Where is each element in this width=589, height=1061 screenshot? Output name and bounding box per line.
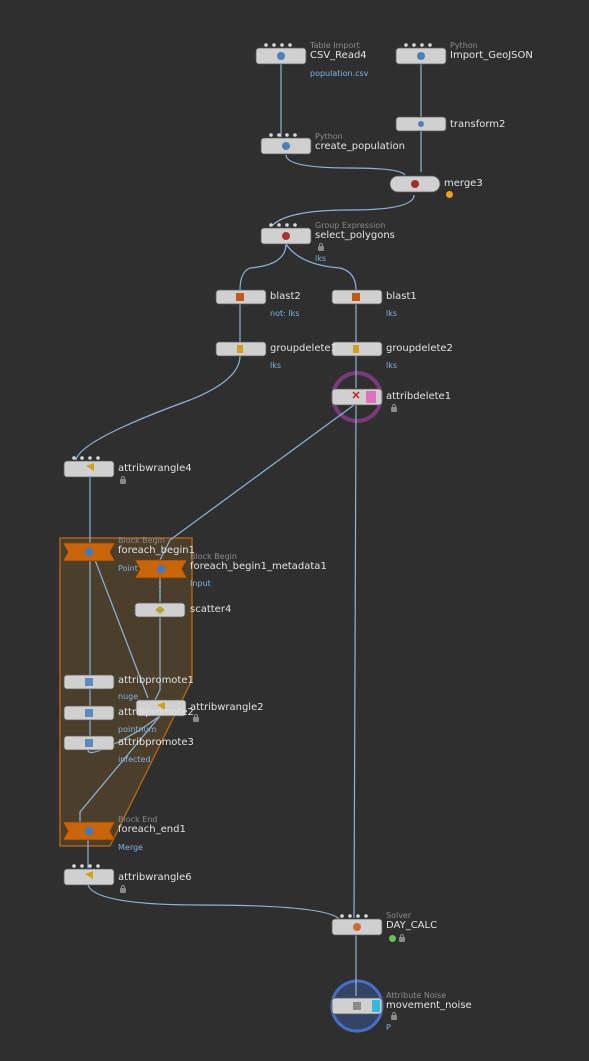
node-tile-attribwrangle4 [63, 460, 115, 478]
attribwrangle6-label[interactable]: attribwrangle6 [118, 872, 192, 883]
attribwrangle6-lock-icon [120, 885, 126, 893]
movement-noise-type: Attribute Noise [386, 991, 447, 1000]
attribwrangle2-label[interactable]: attribwrangle2 [190, 702, 264, 713]
display-flag-bar [372, 1000, 380, 1012]
attribwrangle4-label[interactable]: attribwrangle4 [118, 463, 192, 474]
foreach-icon [157, 565, 165, 573]
group-icon [282, 232, 290, 240]
node-icons [85, 52, 425, 1010]
movement-noise-label[interactable]: movement_noise [386, 1000, 472, 1011]
wrangle-icon [86, 463, 94, 471]
groupdelete2-sub: lks [386, 361, 398, 370]
blast1-sub: lks [386, 309, 398, 318]
transform-icon [418, 121, 424, 127]
foreach-begin1-sub: Point [118, 564, 138, 573]
day-calc-lock-icon [399, 934, 405, 942]
import-geojson-type: Python [450, 41, 478, 50]
python-icon [282, 142, 290, 150]
node-tiles [63, 47, 447, 1015]
csv-read4-label[interactable]: CSV_Read4 [310, 50, 367, 61]
merge3-label[interactable]: merge3 [444, 178, 483, 189]
input-connectors [72, 43, 432, 918]
create-population-label[interactable]: create_population [315, 141, 405, 152]
node-tile-attribwrangle6 [63, 868, 115, 886]
attribdelete1-lock-icon [391, 404, 397, 412]
foreach-begin1-metadata1-type: Block Begin [190, 552, 237, 561]
noise-icon [353, 1002, 361, 1010]
attribpromote1-label[interactable]: attribpromote1 [118, 675, 194, 686]
wrangle-icon [85, 871, 93, 879]
foreach-icon [85, 827, 93, 835]
movement-noise-lock-icon [391, 1012, 397, 1020]
groupdelete1-label[interactable]: groupdelete1 [270, 343, 337, 354]
select-polygons-lock-icon [318, 243, 324, 251]
blast2-label[interactable]: blast2 [270, 291, 301, 302]
day-calc-status-flag [389, 935, 396, 942]
transform2-label[interactable]: transform2 [450, 119, 506, 130]
select-polygons-label[interactable]: select_polygons [315, 230, 395, 241]
attribpromote2-sub: pointnum [118, 725, 157, 734]
groupdelete-icon [237, 345, 243, 353]
day-calc-type: Solver [386, 911, 412, 920]
foreach-end1-type: Block End [118, 815, 158, 824]
foreach-end1-label[interactable]: foreach_end1 [118, 824, 186, 835]
scatter4-label[interactable]: scatter4 [190, 604, 232, 615]
day-calc-label[interactable]: DAY_CALC [386, 920, 438, 931]
blast1-label[interactable]: blast1 [386, 291, 417, 302]
merge-icon [411, 180, 419, 188]
python-icon [277, 52, 285, 60]
bypass-flag-bar [366, 391, 376, 403]
scatter-icon [155, 606, 165, 614]
csv-read4-type: Table Import [310, 41, 360, 50]
solver-icon [353, 923, 361, 931]
attribpromote-icon [85, 739, 93, 747]
python-icon [417, 52, 425, 60]
wires [75, 64, 422, 996]
foreach-begin1-metadata1-sub: Input [190, 579, 211, 588]
create-population-type: Python [315, 132, 343, 141]
csv-read4-sub: population.csv [310, 69, 369, 78]
import-geojson-label[interactable]: Import_GeoJSON [450, 50, 533, 61]
attribdelete1-label[interactable]: attribdelete1 [386, 391, 452, 402]
movement-noise-sub: P [386, 1023, 391, 1032]
groupdelete2-label[interactable]: groupdelete2 [386, 343, 453, 354]
attribpromote2-label[interactable]: attribpromote2 [118, 707, 194, 718]
select-polygons-sub: lks [315, 254, 327, 263]
foreach-begin1-type: Block Begin [118, 536, 165, 545]
attribwrangle4-lock-icon [120, 476, 126, 484]
blast-icon [236, 293, 244, 301]
blast-icon [352, 293, 360, 301]
foreach-icon [85, 548, 93, 556]
blast2-sub: not: lks [270, 309, 300, 318]
attribpromote1-sub: nuge [118, 692, 139, 701]
node-tile-attribwrangle2 [135, 699, 187, 717]
foreach-begin1-label[interactable]: foreach_begin1 [118, 545, 195, 556]
attribdelete-icon [352, 391, 360, 399]
groupdelete-icon [353, 345, 359, 353]
groupdelete1-sub: lks [270, 361, 282, 370]
attribpromote3-sub: infected [118, 755, 151, 764]
foreach-end1-sub: Merge [118, 843, 143, 852]
select-polygons-type: Group Expression [315, 221, 386, 230]
merge3-warning-flag [446, 191, 453, 198]
attribpromote-icon [85, 709, 93, 717]
foreach-begin1-metadata1-label[interactable]: foreach_begin1_metadata1 [190, 561, 327, 572]
attribwrangle2-lock-icon [193, 714, 199, 722]
attribpromote-icon [85, 678, 93, 686]
wrangle-icon [157, 702, 165, 710]
attribpromote3-label[interactable]: attribpromote3 [118, 737, 194, 748]
